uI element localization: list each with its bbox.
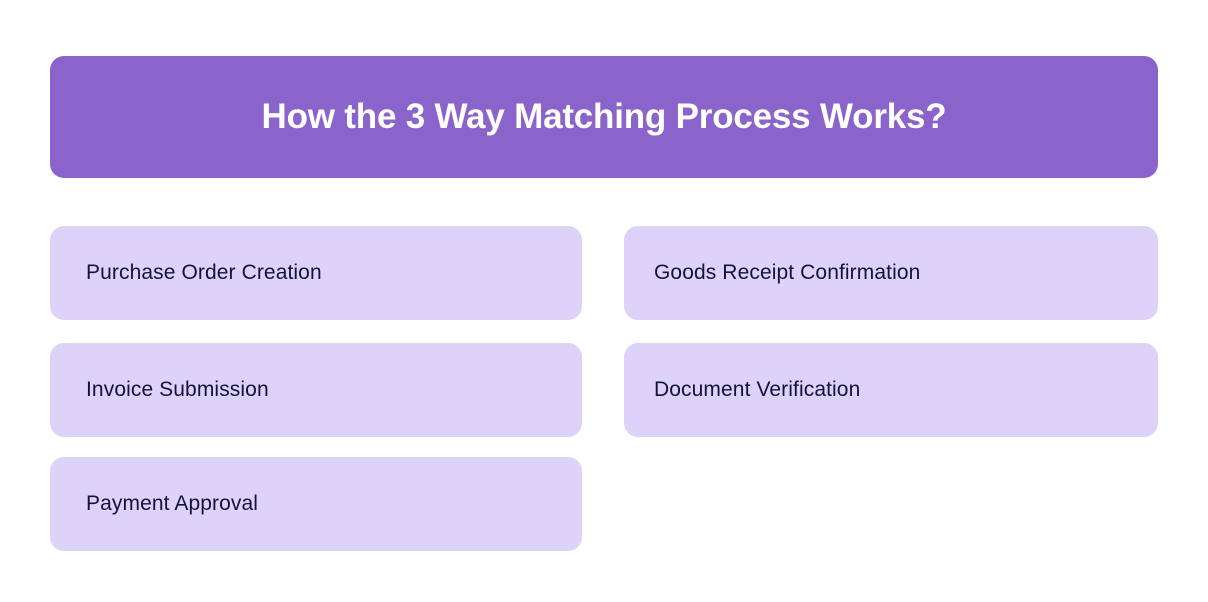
process-step-card[interactable]: Document Verification bbox=[624, 343, 1158, 437]
process-step-card[interactable]: Invoice Submission bbox=[50, 343, 582, 437]
header-banner: How the 3 Way Matching Process Works? bbox=[50, 56, 1158, 178]
process-step-card[interactable]: Goods Receipt Confirmation bbox=[624, 226, 1158, 320]
process-step-card[interactable]: Purchase Order Creation bbox=[50, 226, 582, 320]
process-step-card[interactable]: Payment Approval bbox=[50, 457, 582, 551]
process-step-label: Invoice Submission bbox=[86, 378, 269, 402]
process-step-label: Purchase Order Creation bbox=[86, 261, 322, 285]
process-step-label: Document Verification bbox=[654, 378, 861, 402]
process-step-label: Goods Receipt Confirmation bbox=[654, 261, 921, 285]
process-step-label: Payment Approval bbox=[86, 492, 259, 516]
page-title: How the 3 Way Matching Process Works? bbox=[261, 96, 947, 136]
process-steps-grid: Purchase Order Creation Goods Receipt Co… bbox=[0, 226, 1208, 556]
